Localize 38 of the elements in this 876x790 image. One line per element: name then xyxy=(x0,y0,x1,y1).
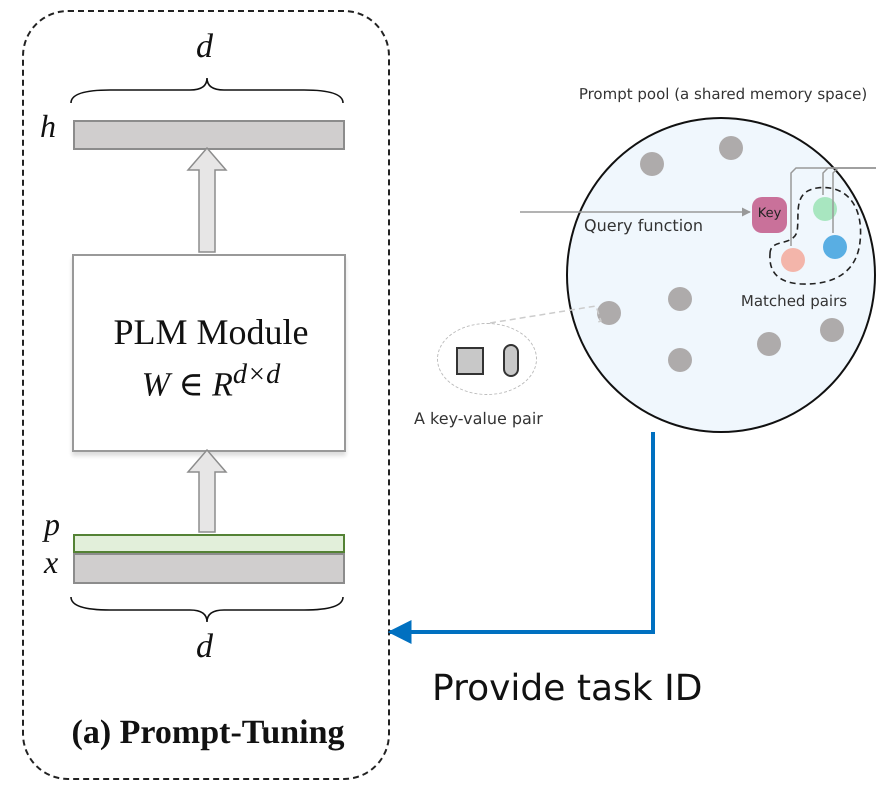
prompt-dot xyxy=(781,248,805,272)
group-label: Matched pairs xyxy=(740,292,848,310)
vector-label: x xyxy=(44,546,58,578)
prompt-dot xyxy=(820,318,844,342)
brace-label: d xyxy=(196,628,213,666)
pair-label: A key-value pair xyxy=(414,409,544,428)
brace-label: d xyxy=(196,28,213,66)
block-arrow xyxy=(186,146,228,253)
connector-line xyxy=(832,167,876,233)
vector-bar xyxy=(73,553,345,584)
module-title: PLM Module xyxy=(112,311,310,353)
edge-label: Provide task ID xyxy=(432,668,702,709)
arrow xyxy=(520,208,751,216)
prompt-dot xyxy=(757,332,781,356)
key-label: Key xyxy=(756,206,782,221)
prompt-dot xyxy=(719,136,743,160)
pool-title: Prompt pool (a shared memory space) xyxy=(578,85,868,103)
module-box xyxy=(72,254,346,452)
block-arrow xyxy=(186,448,228,533)
arrow xyxy=(388,432,655,644)
edge-label: Query function xyxy=(584,216,704,235)
prompt-dot xyxy=(640,152,664,176)
vector-label: h xyxy=(40,110,56,142)
dashed-panel xyxy=(22,10,390,780)
value-capsule xyxy=(503,344,519,377)
prompt-dot xyxy=(597,301,621,325)
prompt-bar xyxy=(73,534,345,553)
module-formula: W ∈ R$^{d×d}$ xyxy=(140,359,282,404)
prompt-dot xyxy=(668,287,692,311)
vector-label: p xyxy=(44,508,60,540)
prompt-dot xyxy=(823,235,847,259)
prompt-dot xyxy=(668,348,692,372)
prompt-dot xyxy=(813,197,837,221)
leader-line xyxy=(490,305,602,324)
key-box xyxy=(752,197,787,233)
key-square xyxy=(456,347,484,375)
vector-bar xyxy=(73,120,345,150)
panel-caption: (a) Prompt-Tuning xyxy=(70,714,346,752)
